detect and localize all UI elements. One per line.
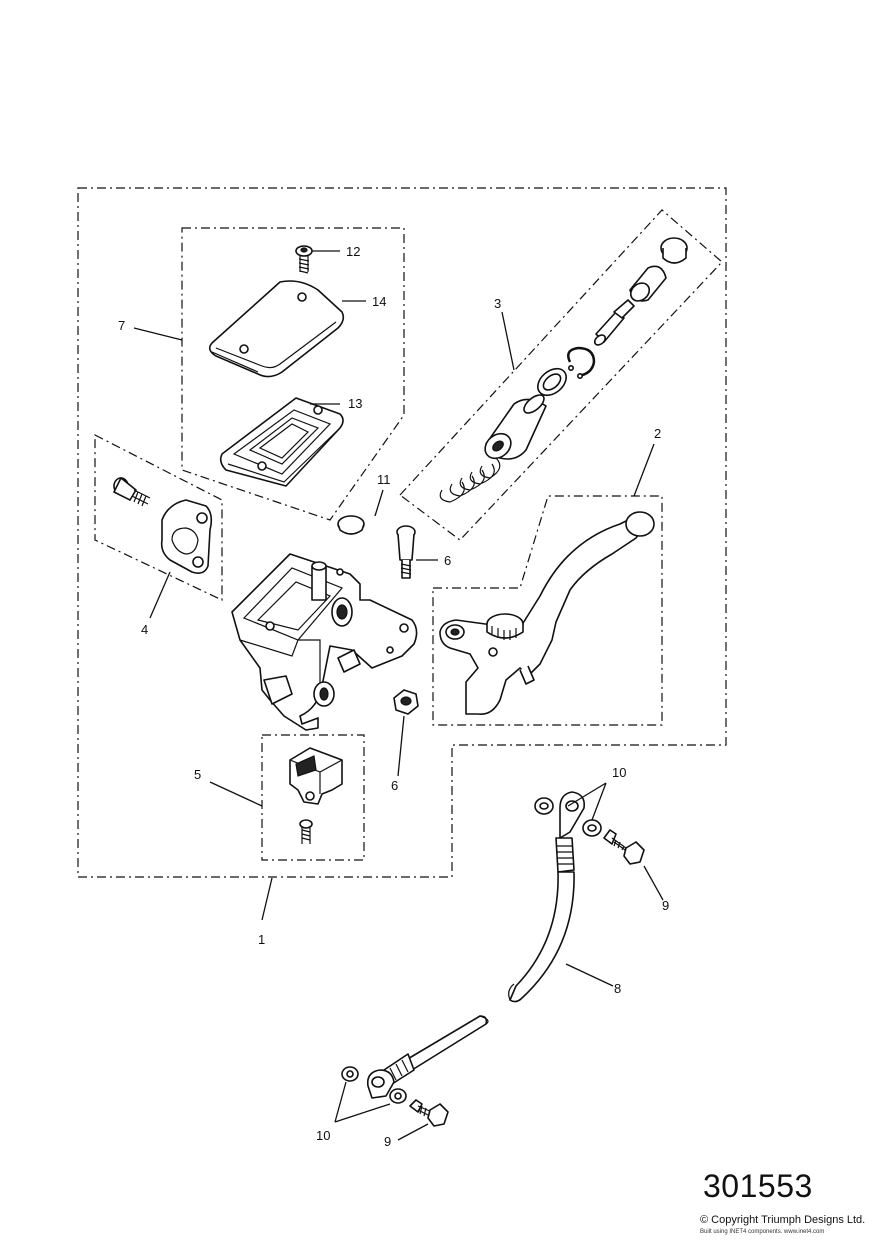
label-9-upper: 9 <box>662 898 669 913</box>
clamp-box <box>94 434 223 601</box>
built-using-notice: Built using INET4 components. www.inet4.… <box>700 1229 825 1235</box>
assembly-boundary-main <box>77 187 727 878</box>
label-2: 2 <box>654 426 661 441</box>
diaphragm-part-13 <box>219 397 344 487</box>
label-6-lower: 6 <box>391 778 398 793</box>
diagram-number: 301553 <box>703 1168 813 1204</box>
leader-lines <box>133 250 664 1141</box>
reservoir-cap-box <box>181 227 405 521</box>
label-4: 4 <box>141 622 148 637</box>
part-number-labels: 12 14 7 13 3 2 11 6 4 6 5 1 10 9 8 10 9 <box>118 244 669 1149</box>
label-14: 14 <box>372 294 386 309</box>
label-13: 13 <box>348 396 362 411</box>
hose-upper-fitting <box>508 791 602 1003</box>
label-9-lower: 9 <box>384 1134 391 1149</box>
nut-part-6 <box>393 689 419 715</box>
label-10-lower: 10 <box>316 1128 330 1143</box>
banjo-bolt-upper-part-9 <box>603 829 645 865</box>
label-12: 12 <box>346 244 360 259</box>
pivot-bolt-part-6 <box>396 525 416 579</box>
switch-part-5 <box>289 747 343 844</box>
master-cylinder-body-part-1 <box>231 553 418 731</box>
copyright-notice: © Copyright Triumph Designs Ltd. <box>700 1214 866 1226</box>
label-11: 11 <box>377 472 391 487</box>
label-8: 8 <box>614 981 621 996</box>
screw-part-12 <box>295 245 313 274</box>
label-1: 1 <box>258 932 265 947</box>
plug-part-11 <box>337 515 365 535</box>
lever-part-2 <box>439 511 655 716</box>
clamp-part-4 <box>113 477 213 574</box>
label-7: 7 <box>118 318 125 333</box>
reservoir-cap-part-14 <box>208 280 345 378</box>
piston-kit-part-3 <box>439 237 688 503</box>
hose-lower-fitting <box>341 1015 489 1104</box>
label-6-upper: 6 <box>444 553 451 568</box>
label-3: 3 <box>494 296 501 311</box>
lever-box <box>432 495 663 726</box>
label-10-upper: 10 <box>612 765 626 780</box>
label-5: 5 <box>194 767 201 782</box>
banjo-bolt-lower-part-9 <box>409 1099 449 1127</box>
